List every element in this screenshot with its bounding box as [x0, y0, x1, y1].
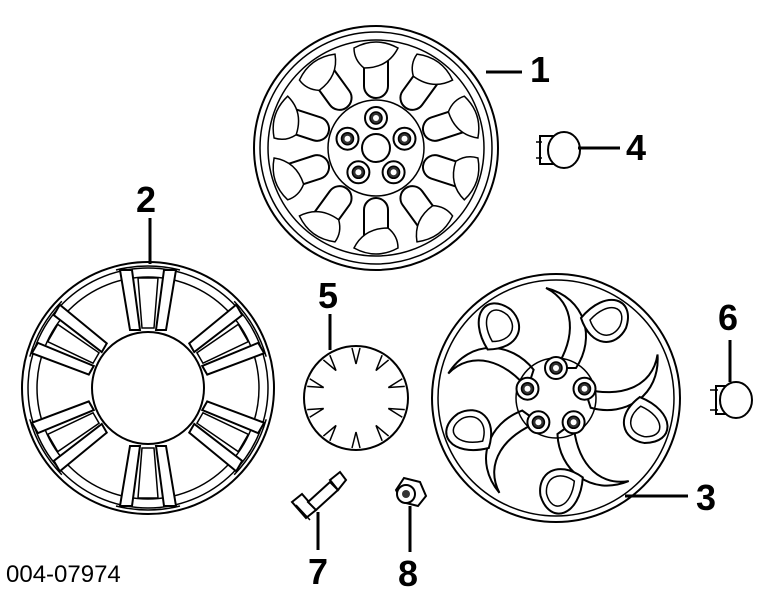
callout-4: 4 [626, 127, 646, 168]
diagram-code: 004-07974 [6, 561, 121, 588]
callout-1: 1 [530, 49, 550, 90]
callout-7: 7 [308, 551, 328, 592]
center-cap-4 [536, 131, 581, 169]
wheel-cover-3 [431, 273, 684, 531]
lug-nut-8 [394, 476, 428, 508]
wheel-cover-1 [253, 25, 499, 271]
callout-3: 3 [696, 477, 716, 518]
center-cap-5 [303, 345, 409, 451]
callout-6: 6 [718, 297, 738, 338]
callout-5: 5 [318, 275, 338, 316]
callout-2: 2 [136, 179, 156, 220]
callout-8: 8 [398, 553, 418, 594]
valve-stem-7 [290, 470, 348, 521]
wheel-cover-2 [21, 261, 275, 515]
center-cap-6 [710, 381, 753, 419]
